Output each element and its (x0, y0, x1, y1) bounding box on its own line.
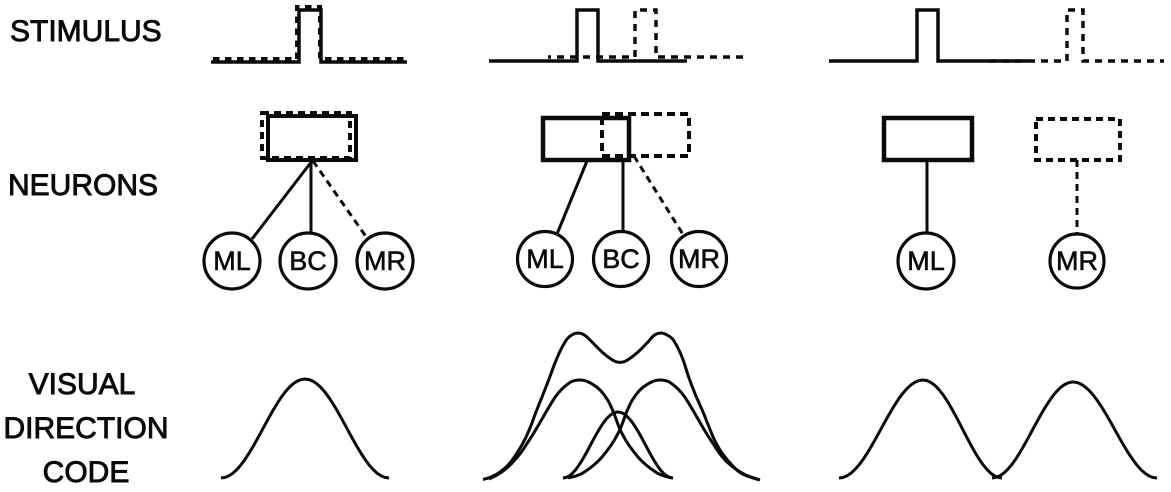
svg-text:ML: ML (526, 244, 564, 274)
svg-text:NEURONS: NEURONS (8, 169, 158, 202)
svg-text:BC: BC (289, 246, 327, 276)
svg-text:BC: BC (602, 244, 640, 274)
svg-text:VISUAL: VISUAL (29, 368, 136, 401)
svg-text:MR: MR (678, 244, 720, 274)
svg-text:ML: ML (907, 246, 945, 276)
svg-text:STIMULUS: STIMULUS (10, 15, 162, 48)
svg-text:DIRECTION: DIRECTION (4, 412, 169, 445)
svg-text:MR: MR (364, 246, 406, 276)
svg-text:MR: MR (1056, 246, 1098, 276)
svg-text:ML: ML (213, 246, 251, 276)
svg-text:CODE: CODE (43, 456, 130, 489)
